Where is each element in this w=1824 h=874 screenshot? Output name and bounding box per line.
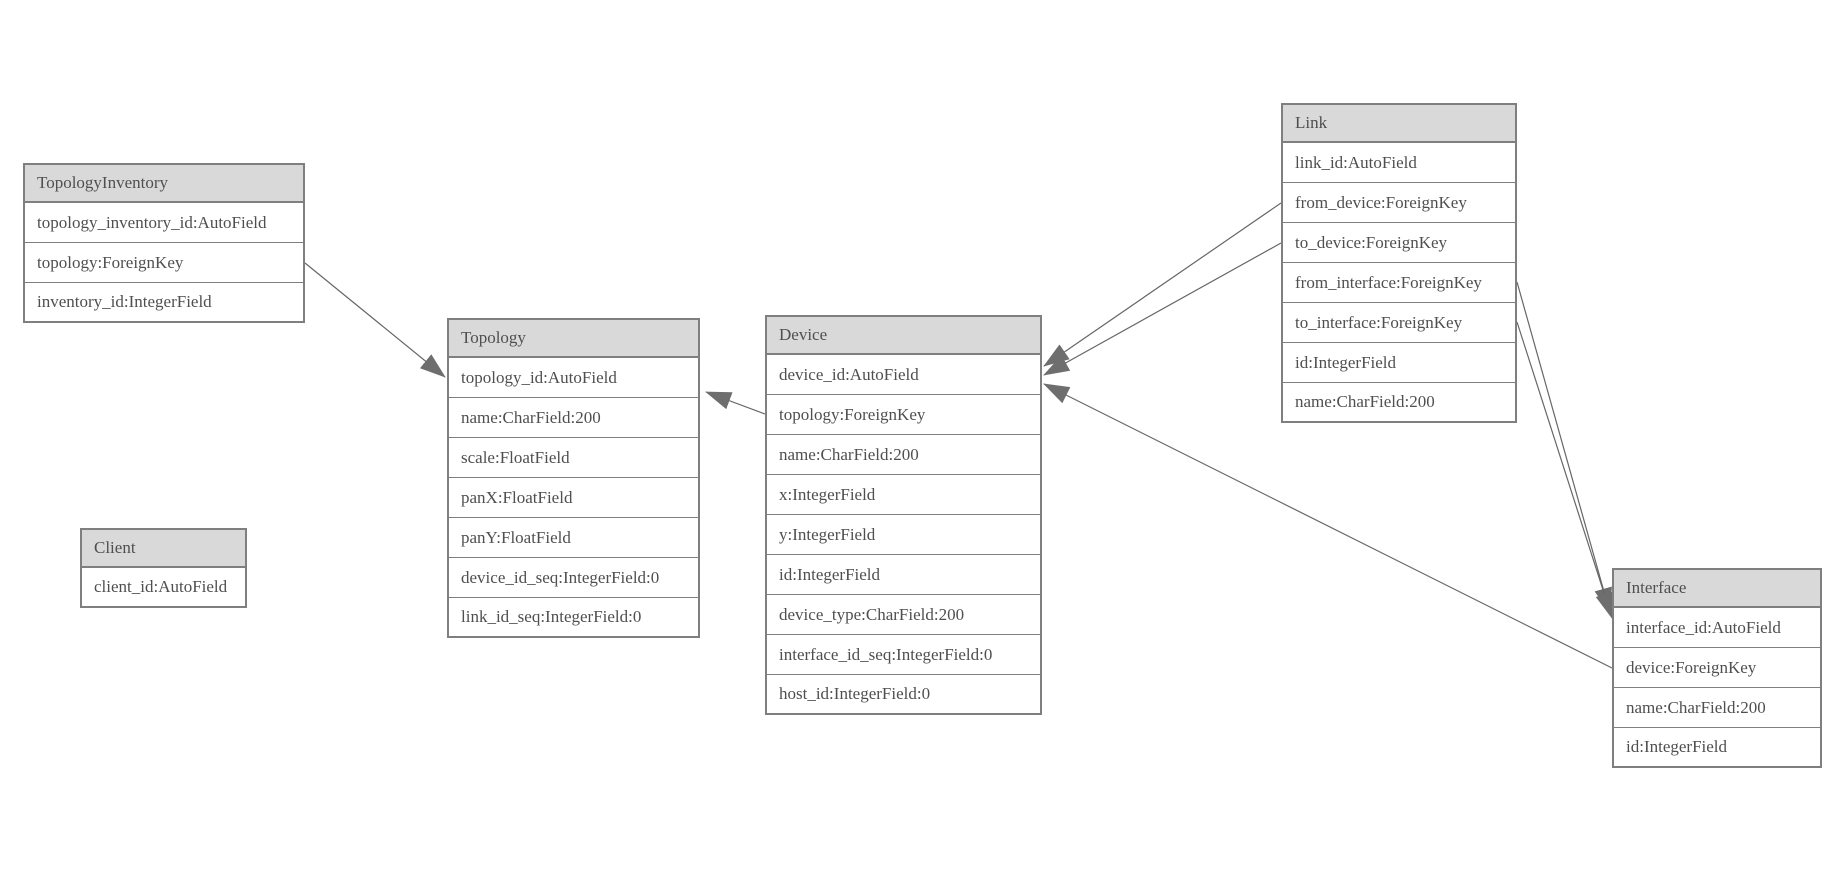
entity-header: Link: [1283, 105, 1515, 143]
field-row: name:CharField:200: [1614, 688, 1820, 728]
relationship-link-to-device: [1043, 242, 1282, 376]
relationship-link-from-interface: [1516, 281, 1612, 614]
entity-header: Device: [767, 317, 1040, 355]
entity-fields: client_id:AutoField: [82, 568, 245, 606]
relationship-device-topology: [705, 391, 766, 415]
field-row: name:CharField:200: [1283, 383, 1515, 421]
field-row: link_id_seq:IntegerField:0: [449, 598, 698, 636]
field-row: device:ForeignKey: [1614, 648, 1820, 688]
field-row: topology_id:AutoField: [449, 358, 698, 398]
field-row: id:IntegerField: [1283, 343, 1515, 383]
field-row: device_type:CharField:200: [767, 595, 1040, 635]
relationship-interface-device: [1043, 383, 1613, 669]
entity-title-topology-inventory: TopologyInventory: [37, 173, 169, 192]
entity-client: Client client_id:AutoField: [80, 528, 247, 608]
field-row: x:IntegerField: [767, 475, 1040, 515]
field-row: to_device:ForeignKey: [1283, 223, 1515, 263]
field-row: link_id:AutoField: [1283, 143, 1515, 183]
field-row: id:IntegerField: [767, 555, 1040, 595]
field-row: device_id_seq:IntegerField:0: [449, 558, 698, 598]
relationship-link-to-interface: [1516, 321, 1613, 619]
field-row: name:CharField:200: [767, 435, 1040, 475]
field-row: id:IntegerField: [1614, 728, 1820, 766]
field-row: interface_id_seq:IntegerField:0: [767, 635, 1040, 675]
field-row: scale:FloatField: [449, 438, 698, 478]
field-row: panX:FloatField: [449, 478, 698, 518]
field-row: from_device:ForeignKey: [1283, 183, 1515, 223]
field-row: panY:FloatField: [449, 518, 698, 558]
relationship-topologyinventory-topology: [304, 262, 446, 378]
entity-header: Topology: [449, 320, 698, 358]
entity-title-device: Device: [779, 325, 828, 344]
entity-topology-inventory: TopologyInventory topology_inventory_id:…: [23, 163, 305, 323]
field-row: host_id:IntegerField:0: [767, 675, 1040, 713]
field-row: inventory_id:IntegerField: [25, 283, 303, 321]
field-row: name:CharField:200: [449, 398, 698, 438]
entity-title-topology: Topology: [461, 328, 526, 347]
entity-header: Client: [82, 530, 245, 568]
field-row: to_interface:ForeignKey: [1283, 303, 1515, 343]
entity-header: Interface: [1614, 570, 1820, 608]
entity-header: TopologyInventory: [25, 165, 303, 203]
field-row: topology_inventory_id:AutoField: [25, 203, 303, 243]
field-row: topology:ForeignKey: [767, 395, 1040, 435]
field-row: y:IntegerField: [767, 515, 1040, 555]
field-row: client_id:AutoField: [82, 568, 245, 606]
entity-title-link: Link: [1295, 113, 1328, 132]
field-row: from_interface:ForeignKey: [1283, 263, 1515, 303]
field-row: device_id:AutoField: [767, 355, 1040, 395]
entity-title-interface: Interface: [1626, 578, 1687, 597]
relationship-link-from-device: [1043, 202, 1282, 367]
field-row: topology:ForeignKey: [25, 243, 303, 283]
field-row: interface_id:AutoField: [1614, 608, 1820, 648]
entity-title-client: Client: [94, 538, 136, 557]
